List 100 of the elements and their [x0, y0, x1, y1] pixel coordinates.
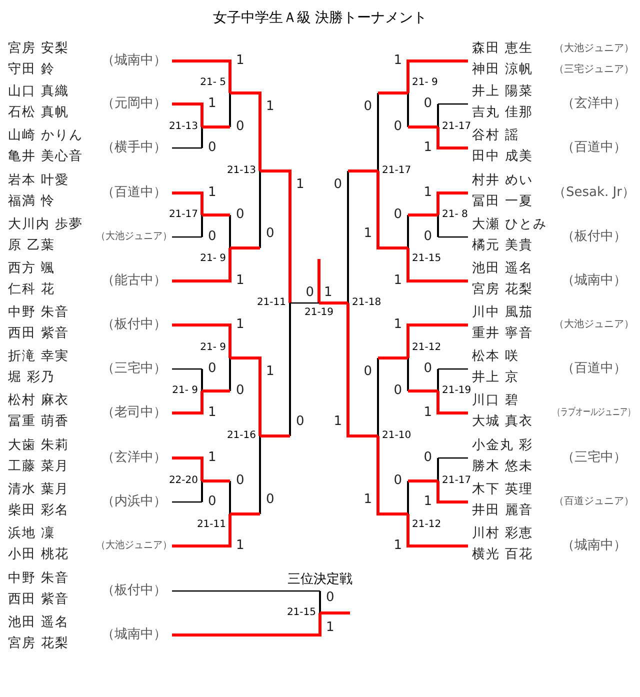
school-name: （能古中） [102, 273, 166, 289]
bracket-line [319, 302, 348, 304]
bracket-line [408, 390, 438, 392]
player-name: 中野 朱音 [8, 571, 70, 587]
player-name: 清水 葉月 [8, 482, 70, 498]
bracket-line [320, 612, 350, 614]
school-name: （板付中） [102, 583, 166, 599]
school-name: （城南中） [102, 53, 166, 69]
school-name: （百道中） [562, 140, 626, 156]
bracket-line [172, 192, 204, 215]
player-name: 重井 寧音 [472, 326, 534, 342]
bracket-line [172, 236, 202, 238]
player-name: 福満 怜 [8, 194, 56, 210]
bracket-line [348, 170, 378, 172]
player-name: 小田 桃花 [8, 547, 70, 563]
set-score: 21-11 [256, 297, 286, 309]
player-name: 吉丸 佳那 [472, 105, 534, 121]
bracket-line [408, 214, 438, 216]
bracket-line [172, 60, 232, 93]
school-name: （百道ジュニア） [554, 495, 634, 509]
set-score: 21-17 [442, 475, 472, 487]
bracket-line [408, 126, 438, 128]
player-name: 西田 紫音 [8, 326, 70, 342]
set-score: 21- 9 [172, 385, 198, 397]
bracket-line [230, 92, 262, 171]
bracket-line [378, 356, 408, 360]
player-name: 西田 紫音 [8, 592, 70, 608]
bracket-line [406, 324, 468, 358]
player-name: 原 乙葉 [8, 238, 56, 254]
set-score: 21-19 [442, 385, 472, 397]
player-name: 田中 成美 [472, 149, 534, 165]
set-score: 21-16 [226, 430, 256, 442]
school-name: （城南中） [562, 538, 626, 554]
bracket-line [172, 391, 204, 414]
bracket-line [230, 246, 260, 250]
set-score: 21-12 [412, 342, 442, 354]
set-score: 21-17 [442, 121, 472, 133]
player-name: 大瀬 ひとみ [472, 217, 548, 233]
player-name: 山崎 かりん [8, 128, 84, 144]
player-name: 井上 京 [472, 370, 520, 386]
set-score: 21-17 [168, 209, 198, 221]
player-name: 石松 真帆 [8, 105, 70, 121]
bracket-line [438, 368, 468, 370]
set-score: 21-18 [352, 297, 382, 309]
bracket-line [202, 390, 230, 392]
school-name: （玄洋中） [562, 96, 626, 112]
set-score: 21- 9 [412, 77, 438, 89]
player-name: 川中 風茄 [472, 305, 534, 321]
player-name: 守田 鈴 [8, 62, 56, 78]
bracket-line [260, 170, 292, 303]
bracket-line [318, 259, 320, 303]
school-name: （ラブオールジュニア） [553, 406, 635, 420]
player-name: 井田 麗音 [472, 503, 534, 519]
bracket-line [406, 248, 468, 282]
player-name: 木下 英理 [472, 482, 534, 498]
player-name: 中野 朱音 [8, 305, 70, 321]
player-name: 松本 咲 [472, 349, 520, 365]
bracket-line [346, 303, 378, 438]
school-name: （三宅中） [102, 361, 166, 377]
player-name: 柴田 彩名 [8, 503, 70, 519]
player-name: 池田 遥名 [472, 261, 534, 277]
set-score: 21-17 [382, 165, 412, 177]
player-name: 山口 真織 [8, 84, 70, 100]
school-name: （Sesak. Jr） [553, 185, 635, 201]
player-name: 岩本 叶愛 [8, 173, 70, 189]
player-name: 横光 百花 [472, 547, 534, 563]
player-name: 川口 碧 [472, 393, 520, 409]
school-name: （百道中） [562, 361, 626, 377]
player-name: 松村 麻衣 [8, 393, 70, 409]
player-name: 工藤 菜月 [8, 459, 70, 475]
school-name: （城南中） [562, 273, 626, 289]
player-name: 村井 めい [472, 173, 534, 189]
set-score: 21- 8 [442, 209, 468, 221]
bracket-line [230, 512, 260, 516]
school-name: （大池ジュニア） [96, 230, 172, 244]
bracket-line [406, 514, 468, 548]
school-name: （百道中） [102, 185, 166, 201]
school-name: （横手中） [102, 140, 166, 156]
school-name: （板付中） [562, 229, 626, 245]
bracket-line [230, 356, 262, 436]
bracket-line [376, 436, 408, 516]
player-name: 森田 恵生 [472, 41, 534, 57]
player-name: 谷村 謡 [472, 128, 520, 144]
bracket-line [408, 480, 438, 482]
player-name: 川村 彩恵 [472, 526, 534, 542]
bracket-line [172, 248, 232, 282]
player-name: 勝木 悠未 [472, 459, 534, 475]
bracket-line [202, 214, 230, 216]
player-name: 宮房 安梨 [8, 41, 70, 57]
set-score: 21- 5 [200, 77, 226, 89]
bracket-line [172, 147, 202, 149]
bracket-line [436, 192, 468, 215]
player-name: 冨田 一夏 [472, 194, 534, 210]
set-score: 21- 9 [200, 342, 226, 354]
school-name: （元岡中） [102, 96, 166, 112]
school-name: （三宅中） [562, 450, 626, 466]
title: 女子中学生Ａ級 決勝トーナメント [212, 10, 428, 26]
player-name: 浜地 凜 [8, 526, 56, 542]
bracket-line [260, 434, 290, 438]
player-name: 仁科 花 [8, 282, 56, 298]
